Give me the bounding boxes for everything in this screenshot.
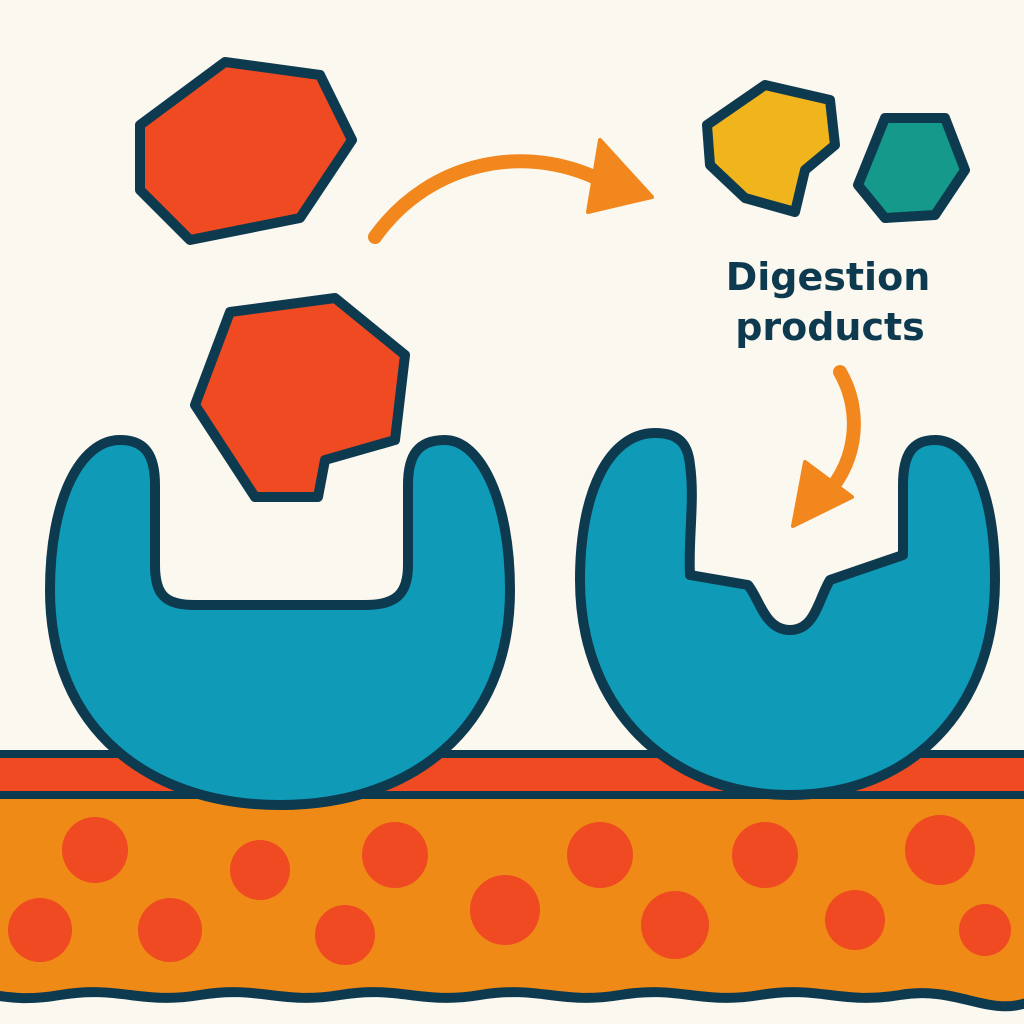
product-molecule-teal xyxy=(853,113,970,223)
substrate-molecule-top xyxy=(135,57,357,245)
reaction-arrow-down-head xyxy=(791,460,854,528)
product-molecule-yellow xyxy=(702,80,840,217)
membrane-dot xyxy=(62,817,128,883)
reaction-arrow-top-shaft xyxy=(368,154,617,244)
reaction-arrow-top-head xyxy=(586,138,654,214)
membrane-dot xyxy=(959,904,1011,956)
substrate-molecule-entering xyxy=(190,293,410,502)
membrane-dot xyxy=(567,822,633,888)
membrane-dot xyxy=(905,815,975,885)
membrane-dots xyxy=(8,815,1011,965)
membrane-dot xyxy=(362,822,428,888)
membrane-dot xyxy=(470,875,540,945)
membrane-dot xyxy=(138,898,202,962)
membrane-dot xyxy=(641,891,709,959)
enzyme-right xyxy=(575,428,1000,800)
membrane-dot xyxy=(315,905,375,965)
membrane-dot xyxy=(8,898,72,962)
membrane-dot xyxy=(230,840,290,900)
membrane-dot xyxy=(825,890,885,950)
enzyme-left xyxy=(45,435,515,810)
reaction-arrow-top xyxy=(368,138,654,244)
membrane xyxy=(0,750,1024,1012)
membrane-dot xyxy=(732,822,798,888)
reaction-arrow-down xyxy=(791,365,861,528)
digestion-products-label-line1: Digestion xyxy=(726,255,931,299)
digestion-products-label-line2: products xyxy=(735,305,925,349)
